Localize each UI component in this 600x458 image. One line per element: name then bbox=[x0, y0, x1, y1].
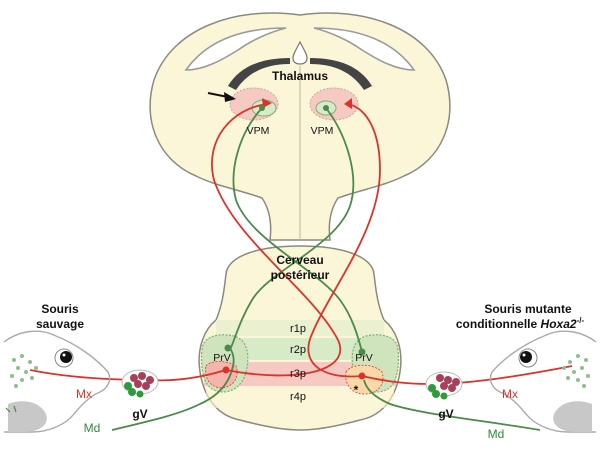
mutant-mouse-head bbox=[489, 330, 597, 433]
wild-whisker-dots bbox=[10, 354, 38, 388]
red-dot-prv-right bbox=[358, 372, 366, 380]
label-mx-left: Mx bbox=[76, 387, 92, 401]
label-gv-right: gV bbox=[438, 407, 453, 421]
label-prv-right: PrV bbox=[355, 352, 373, 364]
prv-right-red bbox=[345, 364, 384, 395]
mutant-mouse-eye bbox=[520, 351, 532, 363]
green-dot-vpm-left bbox=[259, 105, 265, 111]
label-hindbrain-line2: postérieur bbox=[271, 268, 330, 282]
label-mutant-line2: conditionnelle Hoxa2-/- bbox=[456, 316, 585, 331]
label-hindbrain-line1: Cerveau bbox=[276, 253, 323, 267]
label-mutant-gene: Hoxa2 bbox=[541, 317, 577, 331]
band-r4p bbox=[206, 388, 394, 408]
wild-mouse-outline bbox=[3, 330, 111, 433]
wild-mouse-eye bbox=[60, 351, 72, 363]
hindbrain bbox=[198, 245, 402, 431]
thalamus-ventricle-left bbox=[228, 58, 290, 90]
label-wild-line1: Souris bbox=[41, 302, 79, 316]
label-wild-line2: sauvage bbox=[36, 317, 84, 331]
trigeminal-ganglion-left bbox=[121, 369, 159, 398]
pointer-arrow bbox=[207, 92, 236, 102]
prv-left-red bbox=[205, 361, 238, 389]
green-dot-prv-right bbox=[358, 348, 366, 356]
green-path-left-to-right bbox=[232, 107, 363, 353]
green-path-right-to-left bbox=[229, 107, 355, 351]
label-vpm-left: VPM bbox=[247, 125, 270, 137]
label-mutant-prefix: conditionnelle bbox=[456, 317, 541, 331]
third-ventricle bbox=[292, 40, 308, 65]
red-arrowhead-right bbox=[344, 98, 352, 109]
trigeminal-ganglion-right bbox=[425, 371, 463, 400]
label-mutant-line1: Souris mutante bbox=[484, 302, 572, 316]
label-r2p: r2p bbox=[290, 344, 306, 356]
label-prv-left: PrV bbox=[213, 352, 231, 364]
label-mutant-sup: -/- bbox=[577, 316, 585, 325]
band-r1p bbox=[216, 320, 384, 336]
label-vpm-right: VPM bbox=[311, 125, 334, 137]
label-md-left: Md bbox=[84, 421, 101, 435]
green-pathways bbox=[111, 107, 541, 431]
mutant-jaw-bone bbox=[553, 401, 592, 432]
red-arrowhead-left bbox=[262, 98, 272, 108]
label-md-right: Md bbox=[488, 427, 505, 441]
wild-jaw-bone bbox=[8, 401, 47, 432]
mutant-whisker-dots bbox=[562, 354, 590, 388]
red-path-right-to-right-vpm bbox=[307, 103, 381, 378]
green-dot-vpm-right bbox=[323, 105, 329, 111]
label-thalamus: Thalamus bbox=[272, 69, 328, 83]
green-right-periphery bbox=[363, 379, 541, 431]
label-star: * bbox=[354, 383, 359, 397]
green-dot-prv-left bbox=[224, 344, 232, 352]
label-r3p: r3p bbox=[290, 368, 306, 380]
left-ventricle-arc bbox=[184, 27, 287, 71]
label-mx-right: Mx bbox=[502, 387, 518, 401]
label-r1p: r1p bbox=[290, 323, 306, 335]
band-r2p bbox=[208, 338, 392, 360]
right-ventricle-arc bbox=[313, 27, 416, 71]
label-gv-left: gV bbox=[132, 407, 147, 421]
green-left-periphery bbox=[111, 345, 235, 431]
forebrain bbox=[149, 12, 451, 241]
red-dot-prv-left bbox=[222, 366, 230, 374]
red-path-left-to-left-vpm bbox=[211, 103, 341, 377]
mutant-mouse-outline bbox=[489, 330, 597, 433]
wild-mouse-head bbox=[3, 330, 111, 433]
thalamus-ventricle-right bbox=[310, 58, 372, 90]
wild-whisker-mark bbox=[5, 405, 17, 413]
label-r4p: r4p bbox=[290, 391, 306, 403]
